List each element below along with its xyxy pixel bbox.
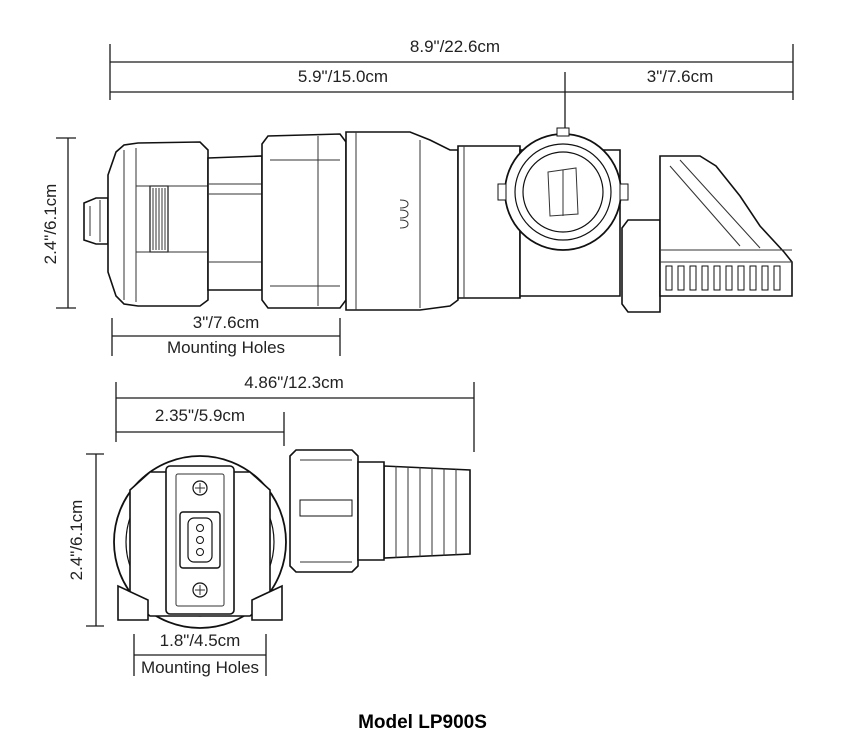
top-length-label: 4.86"/12.3cm <box>244 373 344 392</box>
outlet-length-label: 3"/7.6cm <box>647 67 714 86</box>
dimension-top-length: 4.86"/12.3cm <box>115 373 475 452</box>
pump-side-view <box>83 127 793 313</box>
dimension-top-mounting-holes: 1.8"/4.5cm Mounting Holes <box>133 631 267 677</box>
outlet-fitting <box>497 127 629 251</box>
dimension-side-mounting-holes: 3"/7.6cm Mounting Holes <box>111 313 341 357</box>
top-height-label: 2.4"/6.1cm <box>67 500 86 581</box>
dimension-outlet-length: 3"/7.6cm <box>565 67 793 93</box>
pump-top-view <box>113 449 471 629</box>
strainer-base <box>621 155 793 313</box>
dimension-top-partial-length: 2.35"/5.9cm <box>116 406 285 446</box>
top-mounting-holes-label: Mounting Holes <box>141 658 259 677</box>
screw-icon <box>192 582 208 598</box>
top-mounting-spacing-label: 1.8"/4.5cm <box>160 631 241 650</box>
side-height-label: 2.4"/6.1cm <box>41 184 60 265</box>
grip-ribs <box>149 185 169 253</box>
electrical-connector-icon <box>179 511 221 569</box>
side-mounting-spacing-label: 3"/7.6cm <box>193 313 260 332</box>
dimension-overall-length: 8.9"/22.6cm <box>109 37 794 100</box>
model-caption: Model LP900S <box>358 712 487 733</box>
screw-icon <box>192 480 208 496</box>
top-partial-length-label: 2.35"/5.9cm <box>155 406 245 425</box>
side-mounting-holes-label: Mounting Holes <box>167 338 285 357</box>
dimension-top-height: 2.4"/6.1cm <box>67 453 104 627</box>
dimension-front-length: 5.9"/15.0cm <box>110 67 566 130</box>
dimension-side-height: 2.4"/6.1cm <box>41 137 76 309</box>
front-length-label: 5.9"/15.0cm <box>298 67 388 86</box>
overall-length-label: 8.9"/22.6cm <box>410 37 500 56</box>
